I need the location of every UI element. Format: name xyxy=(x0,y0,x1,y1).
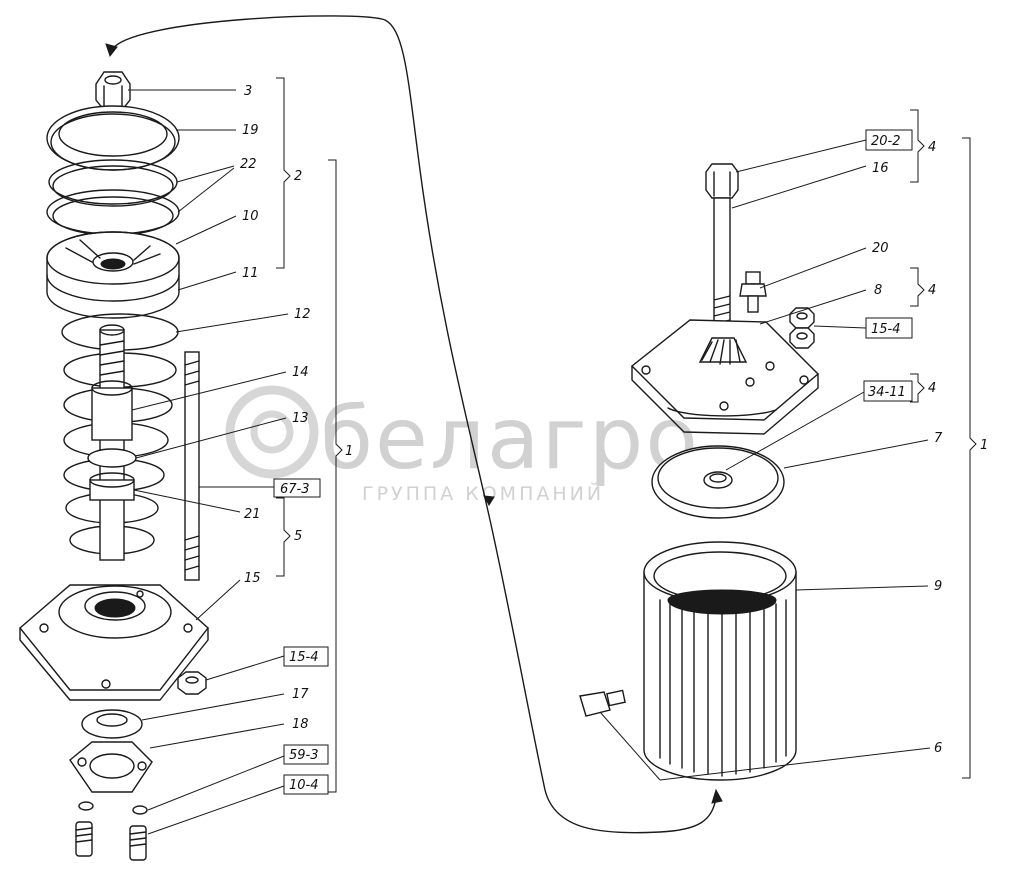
watermark-brand: белагро xyxy=(320,389,700,489)
callout-5: 5 xyxy=(294,529,302,544)
callout-20: 20 xyxy=(872,241,889,256)
callout-22: 22 xyxy=(240,157,257,172)
bolt-left xyxy=(75,821,93,857)
right-assembly xyxy=(579,163,820,781)
callout-8: 8 xyxy=(874,283,882,298)
callout-12: 12 xyxy=(294,307,311,322)
callout-2: 2 xyxy=(294,169,302,184)
callout-9: 9 xyxy=(934,579,942,594)
callout-19: 19 xyxy=(242,123,259,138)
left-labels: 3 19 22 2 10 11 12 14 13 1 67-3 21 5 15 … xyxy=(240,84,353,793)
callout-4-mid: 4 xyxy=(928,283,936,298)
small-nut-right-lower xyxy=(789,327,815,349)
left-leaders xyxy=(128,77,343,835)
gasket-ring-part-7 xyxy=(651,445,785,519)
callout-14: 14 xyxy=(292,365,309,380)
callout-7: 7 xyxy=(934,431,943,446)
callout-1-right: 1 xyxy=(980,438,988,453)
callout-18: 18 xyxy=(292,717,309,732)
callout-6: 6 xyxy=(934,741,942,756)
callout-15: 15 xyxy=(244,571,261,586)
ring-part-19 xyxy=(46,105,180,171)
small-nut-left xyxy=(177,671,207,695)
small-nut-right-upper xyxy=(789,307,815,329)
callout-3: 3 xyxy=(244,84,252,99)
callout-67-3: 67-3 xyxy=(280,482,310,497)
watermark-logo-core xyxy=(250,410,294,454)
right-leaders xyxy=(599,109,977,781)
callout-59-3: 59-3 xyxy=(289,748,319,763)
callout-34-11: 34-11 xyxy=(868,385,906,400)
drain-plug-part-6 xyxy=(579,689,626,717)
callout-4-top: 4 xyxy=(928,140,936,155)
callout-10-4: 10-4 xyxy=(289,778,319,793)
callout-1-left: 1 xyxy=(345,444,353,459)
bolt-right xyxy=(129,825,147,861)
cylinder-housing-part-9 xyxy=(643,541,797,781)
left-assembly xyxy=(19,71,209,861)
flange-base-part-15 xyxy=(19,584,209,701)
nut-part-3 xyxy=(95,71,131,111)
disc-springs-part-22 xyxy=(46,159,180,236)
cup-part-10 xyxy=(46,231,180,319)
callout-15-4-left: 15-4 xyxy=(289,650,319,665)
right-labels: 20-2 4 16 20 4 8 15-4 34-11 4 7 1 9 6 xyxy=(868,134,988,756)
watermark-logo-ring xyxy=(225,385,319,479)
fitting-part-20 xyxy=(739,271,767,313)
cover-plate-part-8 xyxy=(630,319,820,435)
flow-arrow xyxy=(105,15,723,834)
callout-15-4-right: 15-4 xyxy=(871,322,901,337)
long-bolt-part-16 xyxy=(705,163,739,339)
gasket-part-18 xyxy=(69,741,153,793)
small-washer xyxy=(78,801,148,815)
callout-16: 16 xyxy=(872,161,889,176)
central-bolt xyxy=(99,324,125,561)
callout-11: 11 xyxy=(242,266,259,281)
callout-20-2: 20-2 xyxy=(871,134,901,149)
washer-part-17 xyxy=(81,709,143,739)
sleeve-part-14 xyxy=(87,380,137,501)
callout-17: 17 xyxy=(292,687,309,702)
callout-21: 21 xyxy=(244,507,261,522)
callout-4-low: 4 xyxy=(928,381,936,396)
stud-rod xyxy=(184,351,200,581)
watermark: белагро ГРУППА КОМПАНИЙ xyxy=(225,385,700,505)
callout-13: 13 xyxy=(292,411,309,426)
callout-10: 10 xyxy=(242,209,259,224)
watermark-tagline: ГРУППА КОМПАНИЙ xyxy=(362,482,604,505)
